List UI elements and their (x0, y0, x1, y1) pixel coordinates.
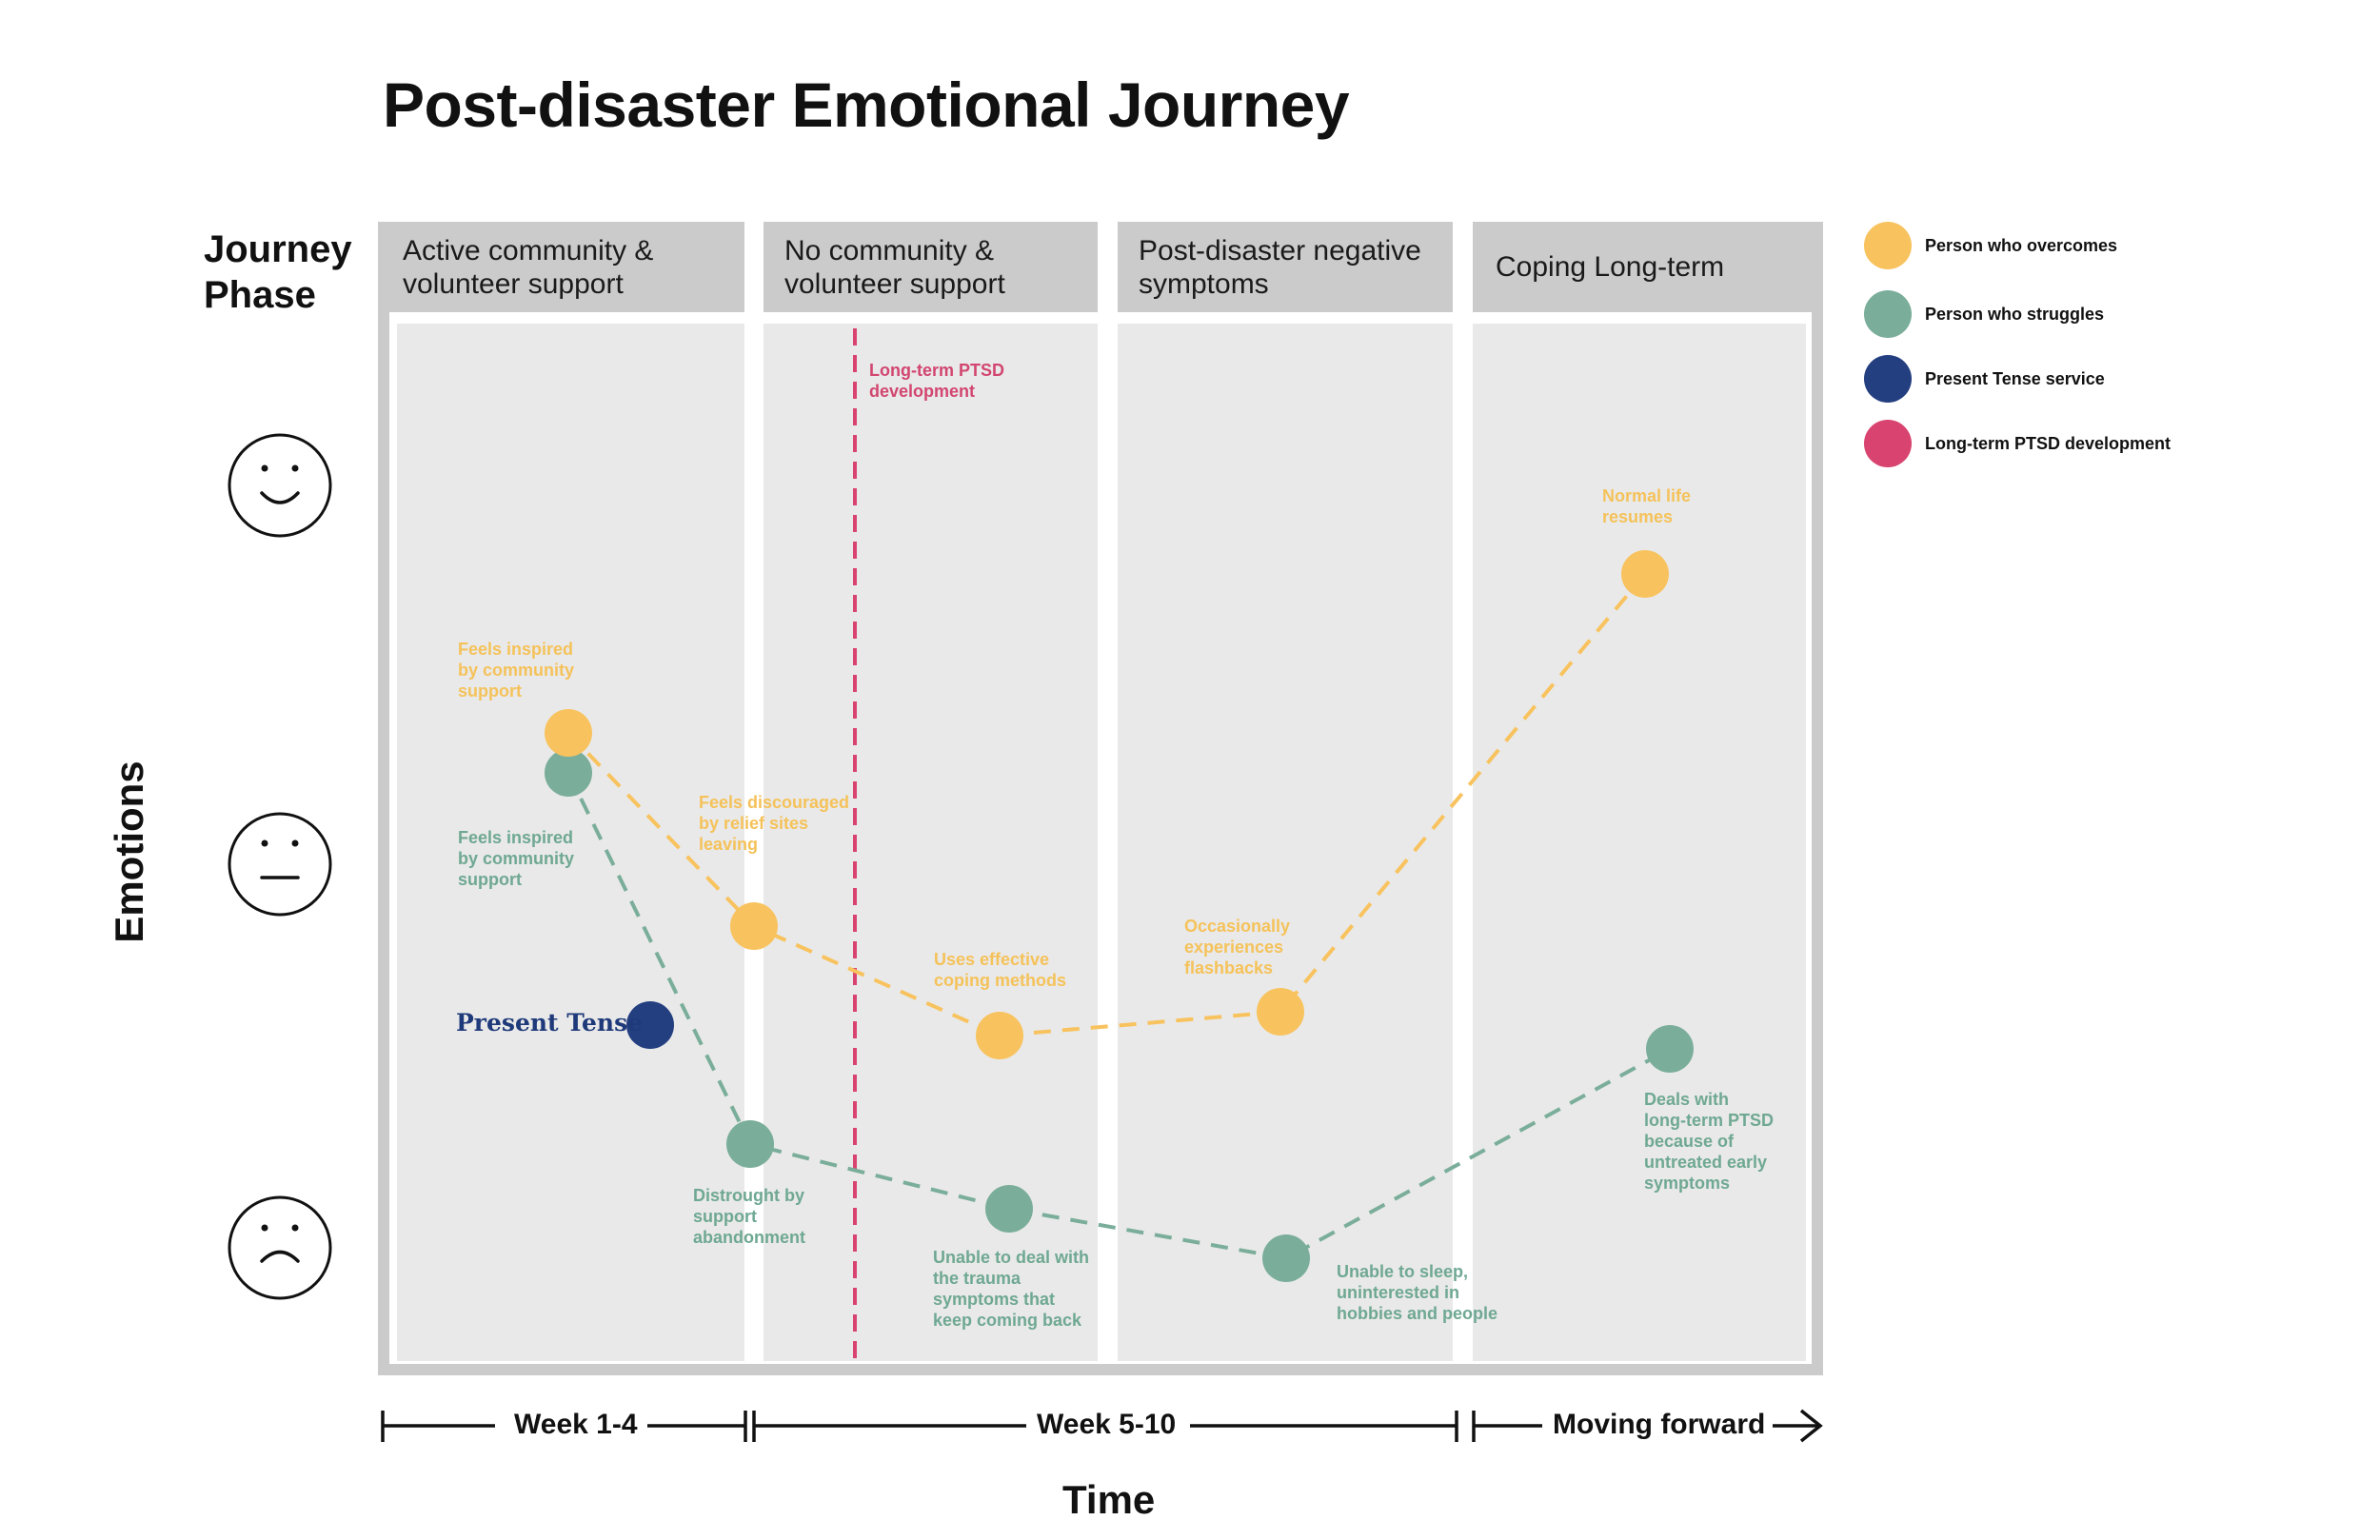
struggles-point-5 (1646, 1025, 1694, 1073)
phase-panel-1 (397, 324, 744, 1361)
sad-face-icon (228, 1195, 332, 1300)
overcomes-point-4 (1257, 988, 1304, 1036)
legend-item-struggles: Person who struggles (1864, 290, 2104, 338)
struggles-point-1 (545, 749, 592, 797)
time-period-3: Moving forward (1545, 1409, 1774, 1441)
legend-item-service: Present Tense service (1864, 355, 2105, 403)
happy-face-icon (228, 433, 332, 538)
legend-label-ptsd: Long-term PTSD development (1925, 433, 2172, 453)
phase-header-4-line1: Coping Long-term (1496, 251, 1725, 283)
time-period-1: Week 1-4 (506, 1409, 645, 1441)
y-axis-label: Emotions (107, 760, 151, 943)
legend-dot-service (1864, 355, 1912, 403)
neutral-face-icon (228, 812, 332, 917)
struggles-point-3 (985, 1185, 1033, 1233)
page-title: Post-disaster Emotional Journey (383, 69, 1350, 140)
legend-dot-struggles (1864, 290, 1912, 338)
phase-header-2-line1: No community & (784, 234, 995, 267)
phase-header-2-line2: volunteer support (784, 267, 1005, 300)
ptsd-marker-label: Long-term PTSD development (869, 360, 1004, 402)
overcomes-point-3 (976, 1012, 1023, 1059)
phase-header-1-line1: Active community & (403, 234, 654, 267)
legend-label-struggles: Person who struggles (1925, 304, 2105, 324)
overcomes-path (566, 572, 1647, 1038)
overcomes-point-1 (545, 709, 592, 757)
legend-item-ptsd: Long-term PTSD development (1864, 420, 2171, 467)
struggles-point-4 (1262, 1234, 1310, 1282)
phase-panel-2 (764, 324, 1098, 1361)
x-axis-label: Time (1062, 1477, 1156, 1522)
phase-header-4: Coping Long-term (1473, 222, 1823, 312)
legend-dot-ptsd (1864, 420, 1912, 467)
phase-panel-4 (1473, 324, 1806, 1361)
phase-header-2: No community & volunteer support (764, 222, 1098, 312)
time-period-2: Week 5-10 (1029, 1409, 1184, 1441)
legend-item-overcomes: Person who overcomes (1864, 222, 2117, 269)
phase-header-1-line2: volunteer support (403, 267, 624, 300)
legend-label-service: Present Tense service (1925, 368, 2105, 388)
timeline-axis (381, 1409, 1823, 1443)
overcomes-point-5 (1621, 550, 1669, 598)
chart-frame (378, 312, 1823, 1375)
legend-label-overcomes: Person who overcomes (1925, 235, 2118, 255)
ptsd-marker-line1: Long-term PTSD (869, 361, 1004, 380)
present-tense-label: Present Tense (456, 1009, 644, 1037)
phase-header-3-line2: symptoms (1139, 267, 1269, 300)
phase-header-1: Active community & volunteer support (378, 222, 744, 312)
present-tense-service-point (626, 1001, 674, 1049)
journey-phase-heading: Journey Phase (204, 228, 352, 316)
phase-header-3-line1: Post-disaster negative (1139, 234, 1421, 267)
overcomes-point-2 (730, 902, 778, 950)
legend-dot-overcomes (1864, 222, 1912, 269)
ptsd-marker-line2: development (869, 382, 976, 401)
phase-header-3: Post-disaster negative symptoms (1118, 222, 1453, 312)
phase-panel-3 (1118, 324, 1453, 1361)
struggles-point-2 (726, 1120, 774, 1168)
